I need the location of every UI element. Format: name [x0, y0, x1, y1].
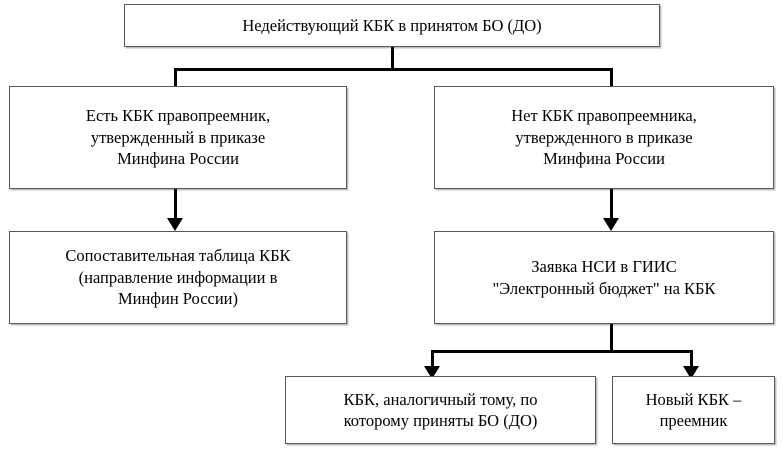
node-right-result: Заявка НСИ в ГИИС "Электронный бюджет" н…	[434, 231, 774, 324]
node-root: Недействующий КБК в принятом БО (ДО)	[124, 4, 660, 47]
connector-leaves-stem	[610, 324, 613, 352]
connector-root-to-left	[174, 68, 177, 88]
connector-leaves-bar	[431, 350, 693, 353]
arrowhead-leaf-right	[683, 366, 699, 379]
arrowhead-leaf-left	[424, 366, 440, 379]
connector-root-split-bar	[174, 68, 613, 71]
node-root-label: Недействующий КБК в принятом БО (ДО)	[242, 15, 542, 35]
node-left-result: Сопоставительная таблица КБК (направлени…	[9, 231, 347, 324]
node-branch-right-label: Нет КБК правопреемника, утвержденного в …	[511, 106, 697, 169]
connector-left-branch-to-result	[174, 189, 177, 221]
node-leaf-right-label: Новый КБК – преемник	[645, 389, 742, 430]
connector-leaf-right-drop	[690, 350, 693, 370]
node-branch-right: Нет КБК правопреемника, утвержденного в …	[434, 86, 774, 189]
node-leaf-right: Новый КБК – преемник	[612, 376, 775, 444]
connector-leaf-left-drop	[431, 350, 434, 370]
node-leaf-left: КБК, аналогичный тому, по которому приня…	[285, 376, 596, 444]
connector-root-stem	[391, 47, 394, 70]
node-right-result-label: Заявка НСИ в ГИИС "Электронный бюджет" н…	[492, 257, 716, 298]
arrowhead-left-result	[167, 218, 183, 231]
node-left-result-label: Сопоставительная таблица КБК (направлени…	[65, 246, 291, 309]
node-branch-left-label: Есть КБК правопреемник, утвержденный в п…	[85, 106, 271, 169]
connector-right-branch-to-result	[610, 189, 613, 221]
node-leaf-left-label: КБК, аналогичный тому, по которому приня…	[343, 389, 538, 430]
arrowhead-right-result	[603, 218, 619, 231]
node-branch-left: Есть КБК правопреемник, утвержденный в п…	[9, 86, 347, 189]
connector-root-to-right	[610, 68, 613, 88]
